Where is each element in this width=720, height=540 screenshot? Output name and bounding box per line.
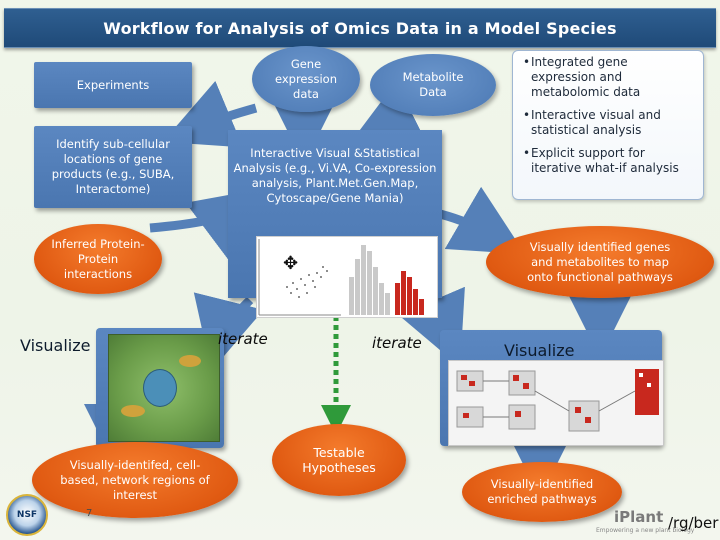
slide-title: Workflow for Analysis of Omics Data in a…: [103, 18, 617, 38]
arrow-inferred-to-analysis: [149, 188, 265, 261]
feature-bullet: Interactive visual and statistical analy…: [523, 108, 693, 138]
move-cursor-icon: ✥: [283, 253, 299, 274]
cell-nucleus: [143, 369, 177, 407]
analysis-label: Interactive Visual &Statistical Analysis…: [233, 146, 437, 205]
cell-organelle: [179, 355, 201, 367]
inferred-node: Inferred Protein-Protein interactions: [34, 224, 162, 294]
feature-bullet: Explicit support for iterative what-if a…: [523, 146, 693, 176]
visually-cell-node: Visually-identifed, cell-based, network …: [32, 442, 238, 518]
pathway-map-image: [448, 360, 664, 446]
gene-expression-node: Gene expression data: [252, 46, 360, 112]
visually-cell-label: Visually-identifed, cell-based, network …: [60, 457, 210, 502]
plot-thumbnail: ✥: [256, 236, 438, 318]
cell-organelle: [121, 405, 145, 417]
plant-cell-image: [108, 334, 220, 442]
nsf-logo: NSF: [6, 494, 48, 536]
page-number: 7: [86, 508, 93, 519]
metabolite-label: Metabolite Data: [402, 70, 464, 99]
visualize-right-label: Visualize: [504, 341, 575, 360]
visually-genes-node: Visually identified genes and metabolite…: [486, 226, 714, 298]
iplant-logo: iPlant: [614, 508, 664, 526]
url-fragment: /rg/ber: [668, 514, 719, 532]
arrow-experiments-to-identify: [162, 80, 258, 148]
identify-node: Identify sub-cellular locations of gene …: [34, 126, 192, 208]
visually-genes-label: Visually identified genes and metabolite…: [527, 239, 673, 284]
testable-label: Testable Hypotheses: [302, 445, 376, 475]
iterate-left-label: iterate: [218, 330, 268, 348]
pathway-graphic: [456, 369, 659, 432]
testable-node: Testable Hypotheses: [272, 424, 406, 496]
arrow-analysis-to-genes: [438, 186, 526, 255]
nsf-logo-text: NSF: [16, 510, 38, 520]
enriched-label: Visually-identified enriched pathways: [487, 477, 597, 506]
iplant-tagline: Empowering a new plant biology: [596, 527, 695, 534]
experiments-node: Experiments: [34, 62, 192, 108]
feature-bullet: Integrated gene expression and metabolom…: [523, 55, 693, 100]
metabolite-node: Metabolite Data: [370, 54, 496, 116]
iterate-right-label: iterate: [372, 334, 422, 352]
identify-label: Identify sub-cellular locations of gene …: [51, 137, 175, 196]
experiments-label: Experiments: [76, 77, 150, 92]
title-bar: Workflow for Analysis of Omics Data in a…: [4, 8, 716, 48]
plot-graphic: [258, 239, 424, 316]
features-box: Integrated gene expression and metabolom…: [512, 50, 704, 200]
visualize-left-label: Visualize: [20, 336, 91, 355]
enriched-node: Visually-identified enriched pathways: [462, 462, 622, 522]
inferred-label: Inferred Protein-Protein interactions: [51, 236, 145, 281]
gene-expression-label: Gene expression data: [274, 56, 338, 101]
